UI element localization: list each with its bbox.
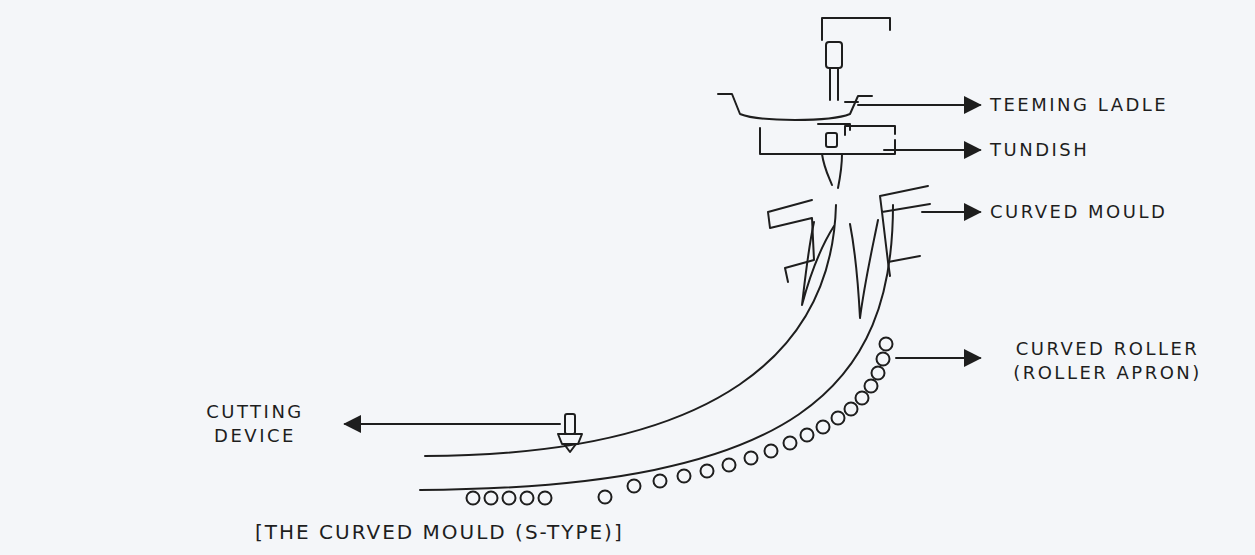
roller <box>872 367 885 380</box>
roller <box>784 437 797 450</box>
roller <box>628 480 641 493</box>
roller <box>701 465 714 478</box>
roller <box>801 429 814 442</box>
strand <box>420 205 893 490</box>
roller <box>539 492 552 505</box>
part-label: TUNDISH <box>990 138 1089 162</box>
part-label: TEEMING LADLE <box>990 93 1168 117</box>
tundish <box>760 124 895 188</box>
roller <box>880 338 893 351</box>
roller-apron <box>467 338 893 505</box>
roller <box>865 380 878 393</box>
roller <box>485 492 498 505</box>
curved-mould <box>768 186 930 318</box>
roller <box>845 403 858 416</box>
roller <box>856 392 869 405</box>
cutting-torch <box>558 414 582 452</box>
roller <box>678 470 691 483</box>
roller <box>654 475 667 488</box>
roller <box>765 445 778 458</box>
roller <box>817 421 830 434</box>
roller <box>832 412 845 425</box>
figure-caption: [THE CURVED MOULD (S-TYPE)] <box>255 520 624 544</box>
roller <box>503 492 516 505</box>
part-label: CURVED ROLLER (ROLLER APRON) <box>985 337 1230 386</box>
roller <box>877 353 890 366</box>
roller <box>723 459 736 472</box>
roller <box>599 491 612 504</box>
leader-arrows <box>345 105 980 424</box>
part-label: CURVED MOULD <box>990 200 1167 224</box>
roller <box>745 452 758 465</box>
part-label: CUTTING DEVICE <box>175 400 335 449</box>
roller <box>467 492 480 505</box>
roller <box>521 492 534 505</box>
